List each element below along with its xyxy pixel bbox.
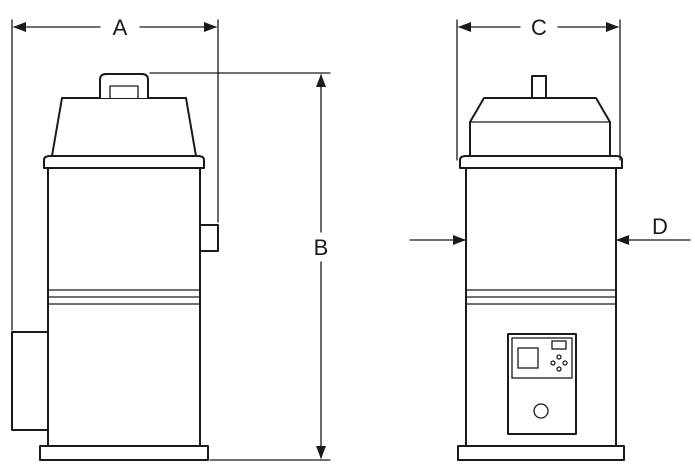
dim-label-d: D (652, 214, 668, 239)
knob-icon (533, 403, 549, 419)
dim-a-arrow-left (13, 22, 26, 32)
dimension-d: D (409, 214, 691, 245)
dim-label-b: B (314, 235, 329, 260)
side-lid-top (51, 97, 197, 157)
dim-b-arrow-bottom (316, 446, 326, 459)
dim-label-c: C (531, 15, 547, 40)
dimension-c: C (456, 15, 621, 161)
dimension-a: A (11, 15, 219, 331)
side-lid-rim (43, 155, 205, 169)
dimension-b: B (149, 72, 331, 461)
dim-d-arrow-right (616, 235, 629, 245)
front-lid-top (469, 97, 611, 157)
control-panel-button-up (556, 354, 562, 360)
front-base-plate (457, 445, 625, 461)
dim-b-arrow-top (316, 74, 326, 87)
control-panel-button-right (562, 360, 568, 366)
dim-c-arrow-left (458, 22, 471, 32)
dim-d-arrow-left (453, 235, 466, 245)
control-panel-indicator (551, 340, 567, 350)
side-view-unit (11, 73, 219, 461)
dim-c-arrow-right (606, 22, 619, 32)
side-motor-box (11, 331, 49, 431)
side-main-body (47, 167, 201, 447)
control-panel-screen (517, 347, 539, 369)
front-view-unit (457, 75, 625, 461)
side-inlet-nozzle (199, 224, 219, 252)
control-panel-icon (507, 333, 577, 435)
side-base-plate (39, 445, 209, 461)
control-panel-button-left (550, 360, 556, 366)
dim-label-a: A (113, 15, 128, 40)
control-panel-button-down (556, 366, 562, 372)
front-lid-rim (459, 155, 623, 169)
control-panel-display-area (511, 337, 573, 379)
front-top-stub (531, 75, 547, 99)
dim-a-arrow-right (204, 22, 217, 32)
handle-inner (109, 85, 139, 99)
